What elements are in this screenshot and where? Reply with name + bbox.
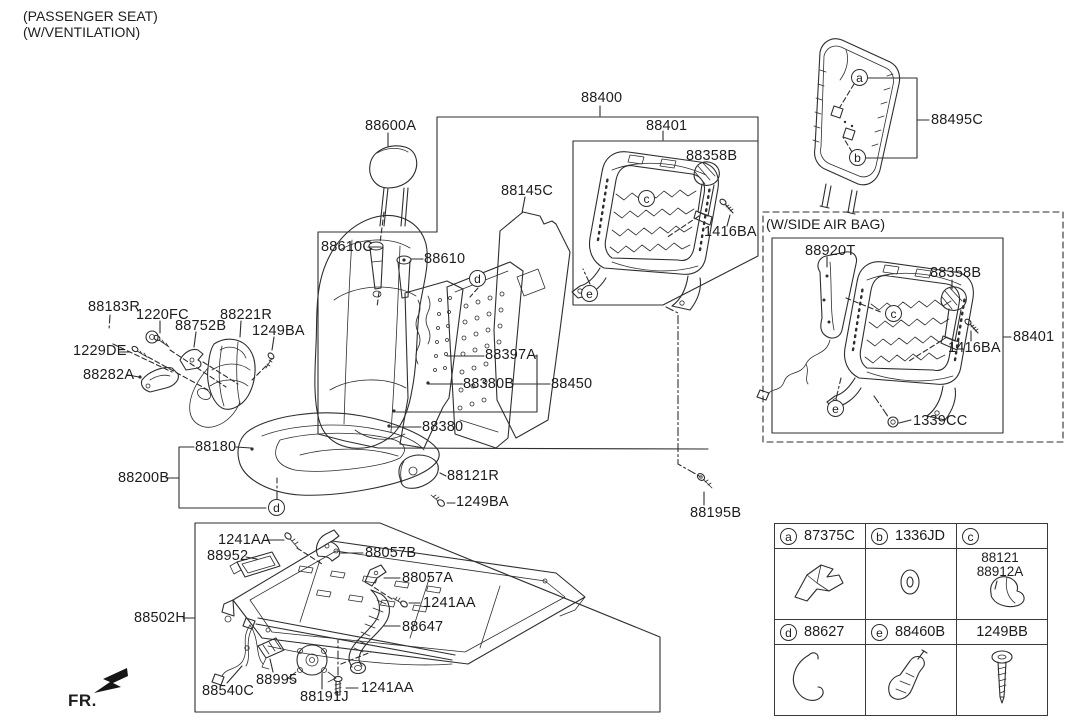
label-88920t: 88920T [805,243,856,259]
label-1241aa-top: 1241AA [218,532,271,548]
label-88145c: 88145C [501,183,553,199]
callout-c-airbag-frame: c [885,305,902,322]
callout-d-ventboard: d [469,270,486,287]
table-callout-e: e [871,623,888,641]
inner-cover-drawing [398,454,445,507]
reference-table: a 87375C b 1336JD c [774,523,1048,716]
ecu-drawing [229,551,281,578]
label-88121r: 88121R [447,468,499,484]
seat-cushion-drawing [237,412,440,496]
harness-drawing [211,617,285,686]
motor-drawing [287,644,337,683]
label-1416ba: 1416BA [704,224,757,240]
label-88752b: 88752B [175,318,227,334]
callout-a-backpanel: a [851,69,868,86]
label-88401: 88401 [646,118,688,134]
vent-mat-drawing [399,280,464,449]
fr-direction-arrow [94,668,128,693]
label-1339cc: 1339CC [913,413,968,429]
label-88600a: 88600A [365,118,417,134]
label-88380b: 88380B [463,376,515,392]
label-88057b: 88057B [365,545,417,561]
label-88952: 88952 [207,548,249,564]
label-88191j: 88191J [300,689,349,705]
table-part-1336jd: 1336JD [895,528,945,544]
label-88057a: 88057A [402,570,454,586]
label-88180: 88180 [195,439,237,455]
vent-board-drawing [446,261,524,449]
fr-label: FR. [68,691,97,710]
callout-e-airbag-frame: e [827,400,844,417]
table-callout-d: d [780,623,797,641]
table-part-1249bb: 1249BB [976,624,1028,640]
table-drawing-87375c [794,564,844,602]
callout-e-frame: e [581,285,598,302]
table-part-88460b: 88460B [895,624,945,640]
label-1249ba-left: 1249BA [252,323,305,339]
label-88540c: 88540C [202,683,254,699]
label-1416ba-airbag: 1416BA [948,340,1001,356]
headrest-drawing [369,145,418,227]
label-88358b-airbag: 88358B [930,265,982,281]
label-88995: 88995 [256,672,298,688]
label-88195b: 88195B [690,505,742,521]
leader-lines-dashdot [108,268,890,676]
recliner-hardware-drawing [131,330,275,428]
duct-drawing [348,589,390,675]
table-callout-b: b [871,527,888,545]
table-drawing-88121 [990,576,1025,608]
callout-b-backpanel: b [849,149,866,166]
label-88401-airbag: 88401 [1013,329,1055,345]
track-brackets-drawing [284,529,408,608]
label-88282a: 88282A [83,367,135,383]
label-88397a: 88397A [485,347,537,363]
airbag-module-drawing [756,251,858,401]
label-1241aa-right: 1241AA [423,595,476,611]
table-part-88121: 88121 [981,550,1019,565]
label-88400: 88400 [581,90,623,106]
label-1241aa-bottom: 1241AA [361,680,414,696]
bolt-1241aa-bottom-drawing [333,675,343,696]
label-88183r: 88183R [88,299,140,315]
table-callout-a: a [780,527,797,545]
table-drawing-88627 [792,652,824,701]
table-drawing-88460b [888,649,928,700]
page-title-line1: (PASSENGER SEAT) [23,8,158,24]
table-drawing-1249bb [991,650,1013,704]
back-panel-drawing [812,38,901,215]
label-1220fc: 1220FC [136,307,189,323]
label-88380: 88380 [422,419,464,435]
label-88647: 88647 [402,619,444,635]
table-drawing-1336jd [900,569,920,595]
label-88502h: 88502H [134,610,186,626]
label-88610c: 88610C [321,239,373,255]
table-part-87375c: 87375C [804,528,855,544]
pad-board-drawing [493,211,571,439]
label-1229de: 1229DE [73,343,127,359]
label-88495c: 88495C [931,112,983,128]
label-88221r: 88221R [220,307,272,323]
table-part-88627: 88627 [804,624,845,640]
callout-c-frame: c [638,190,655,207]
callout-d-cushion: d [268,499,285,516]
assembly-boxes [194,116,1064,713]
nut-1339cc-drawing [887,416,899,428]
table-callout-c: c [962,527,979,545]
label-88358b: 88358B [686,148,738,164]
label-88450: 88450 [551,376,593,392]
bolt-88195b-drawing [696,473,713,489]
label-1249ba-right: 1249BA [456,494,509,510]
side-airbag-title: (W/SIDE AIR BAG) [766,216,886,232]
page-title-line2: (W/VENTILATION) [23,24,141,40]
table-part-88912a: 88912A [976,564,1024,579]
label-88610: 88610 [424,251,466,267]
label-88200b: 88200B [118,470,170,486]
headrest-guide-drawings [368,241,412,299]
